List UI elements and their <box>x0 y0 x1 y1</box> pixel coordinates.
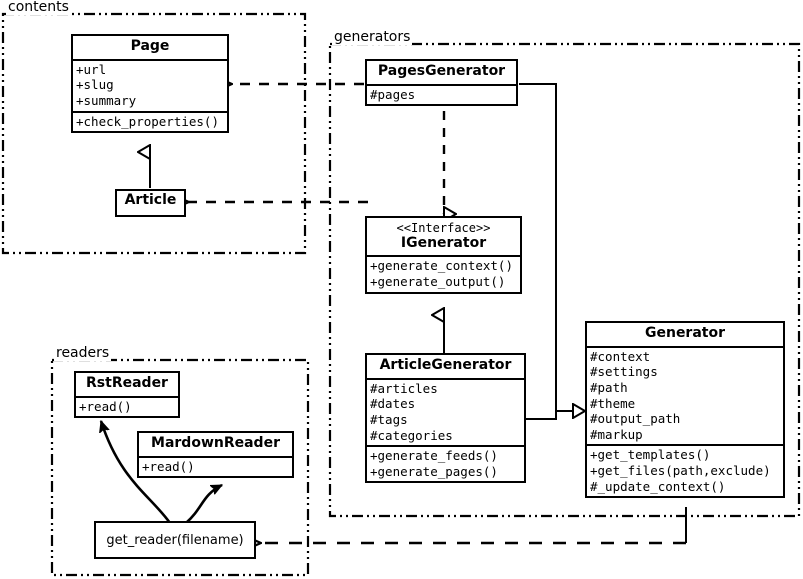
relation-pagesgen-to-generator <box>519 83 585 411</box>
method-item: +get_templates() <box>590 447 711 463</box>
package-label-readers: readers <box>54 345 112 361</box>
method-item: +get_files(path,exclude) <box>590 463 771 479</box>
attribute-item: #theme <box>590 395 636 411</box>
class-methods-igenerator: +generate_context() +generate_output() <box>367 255 520 291</box>
package-border-generators <box>328 42 801 518</box>
class-box-rstreader[interactable]: RstReader +read() <box>74 371 180 419</box>
method-item: +read() <box>142 458 195 474</box>
class-title-article: Article <box>124 192 177 208</box>
class-box-pagesgenerator[interactable]: PagesGenerator #pages <box>365 59 518 107</box>
class-title-rstreader: RstReader <box>86 375 168 391</box>
method-item: +generate_context() <box>370 258 513 274</box>
class-stereotype-igenerator: <<Interface>> <box>396 221 491 235</box>
class-box-mardownreader[interactable]: MardownReader +read() <box>137 431 294 479</box>
attribute-item: #path <box>590 379 628 395</box>
function-label-get-reader: get_reader(filename) <box>106 532 244 548</box>
attribute-item: #pages <box>370 86 416 102</box>
package-label-generators: generators <box>332 29 413 45</box>
class-box-igenerator[interactable]: <<Interface>> IGenerator +generate_conte… <box>365 216 522 294</box>
class-title-articlegenerator: ArticleGenerator <box>379 357 512 373</box>
class-methods-mardownreader: +read() <box>139 455 292 477</box>
attribute-item: #settings <box>590 364 658 380</box>
class-attributes-pagesgenerator: #pages <box>367 83 516 105</box>
method-item: +generate_feeds() <box>370 448 498 464</box>
class-box-generator[interactable]: Generator #context #settings #path #them… <box>585 321 785 499</box>
attribute-item: #articles <box>370 380 438 396</box>
package-label-contents: contents <box>6 0 71 15</box>
attribute-item: #dates <box>370 396 416 412</box>
class-methods-generator: +get_templates() +get_files(path,exclude… <box>587 444 783 496</box>
attribute-item: #context <box>590 348 651 364</box>
class-title-igenerator: IGenerator <box>400 234 487 251</box>
class-title-pagesgenerator: PagesGenerator <box>377 63 506 79</box>
class-methods-rstreader: +read() <box>76 395 178 417</box>
relation-articlegen-to-generator <box>526 411 557 420</box>
attribute-item: #output_path <box>590 411 681 427</box>
package-border-readers <box>50 358 310 577</box>
attribute-item: #categories <box>370 427 453 443</box>
relation-generators-to-get-reader <box>261 507 687 543</box>
attribute-item: #markup <box>590 426 643 442</box>
class-title-page: Page <box>130 38 170 54</box>
attribute-item: +slug <box>76 77 114 93</box>
class-attributes-generator: #context #settings #path #theme #output_… <box>587 345 783 445</box>
class-methods-articlegenerator: +generate_feeds() +generate_pages() <box>367 445 524 481</box>
class-methods-page: +check_properties() <box>73 110 227 132</box>
class-attributes-page: +url +slug +summary <box>73 58 227 111</box>
relation-get-reader-to-mardownreader <box>185 483 222 524</box>
class-title-mardownreader: MardownReader <box>151 435 280 451</box>
class-attributes-articlegenerator: #articles #dates #tags #categories <box>367 377 524 446</box>
relation-get-reader-to-rstreader <box>101 421 172 524</box>
method-item: #_update_context() <box>590 478 726 494</box>
package-border-contents <box>1 12 307 255</box>
attribute-item: #tags <box>370 411 408 427</box>
class-box-page[interactable]: Page +url +slug +summary +check_properti… <box>71 34 229 134</box>
class-box-article[interactable]: Article <box>115 189 186 217</box>
attribute-item: +url <box>76 61 107 77</box>
attribute-item: +summary <box>76 92 137 108</box>
method-item: +check_properties() <box>76 113 219 129</box>
method-item: +generate_pages() <box>370 463 498 479</box>
class-box-articlegenerator[interactable]: ArticleGenerator #articles #dates #tags … <box>365 353 526 484</box>
method-item: +read() <box>79 398 132 414</box>
class-title-generator: Generator <box>644 325 725 341</box>
method-item: +generate_output() <box>370 274 506 290</box>
function-box-get-reader[interactable]: get_reader(filename) <box>94 521 256 559</box>
